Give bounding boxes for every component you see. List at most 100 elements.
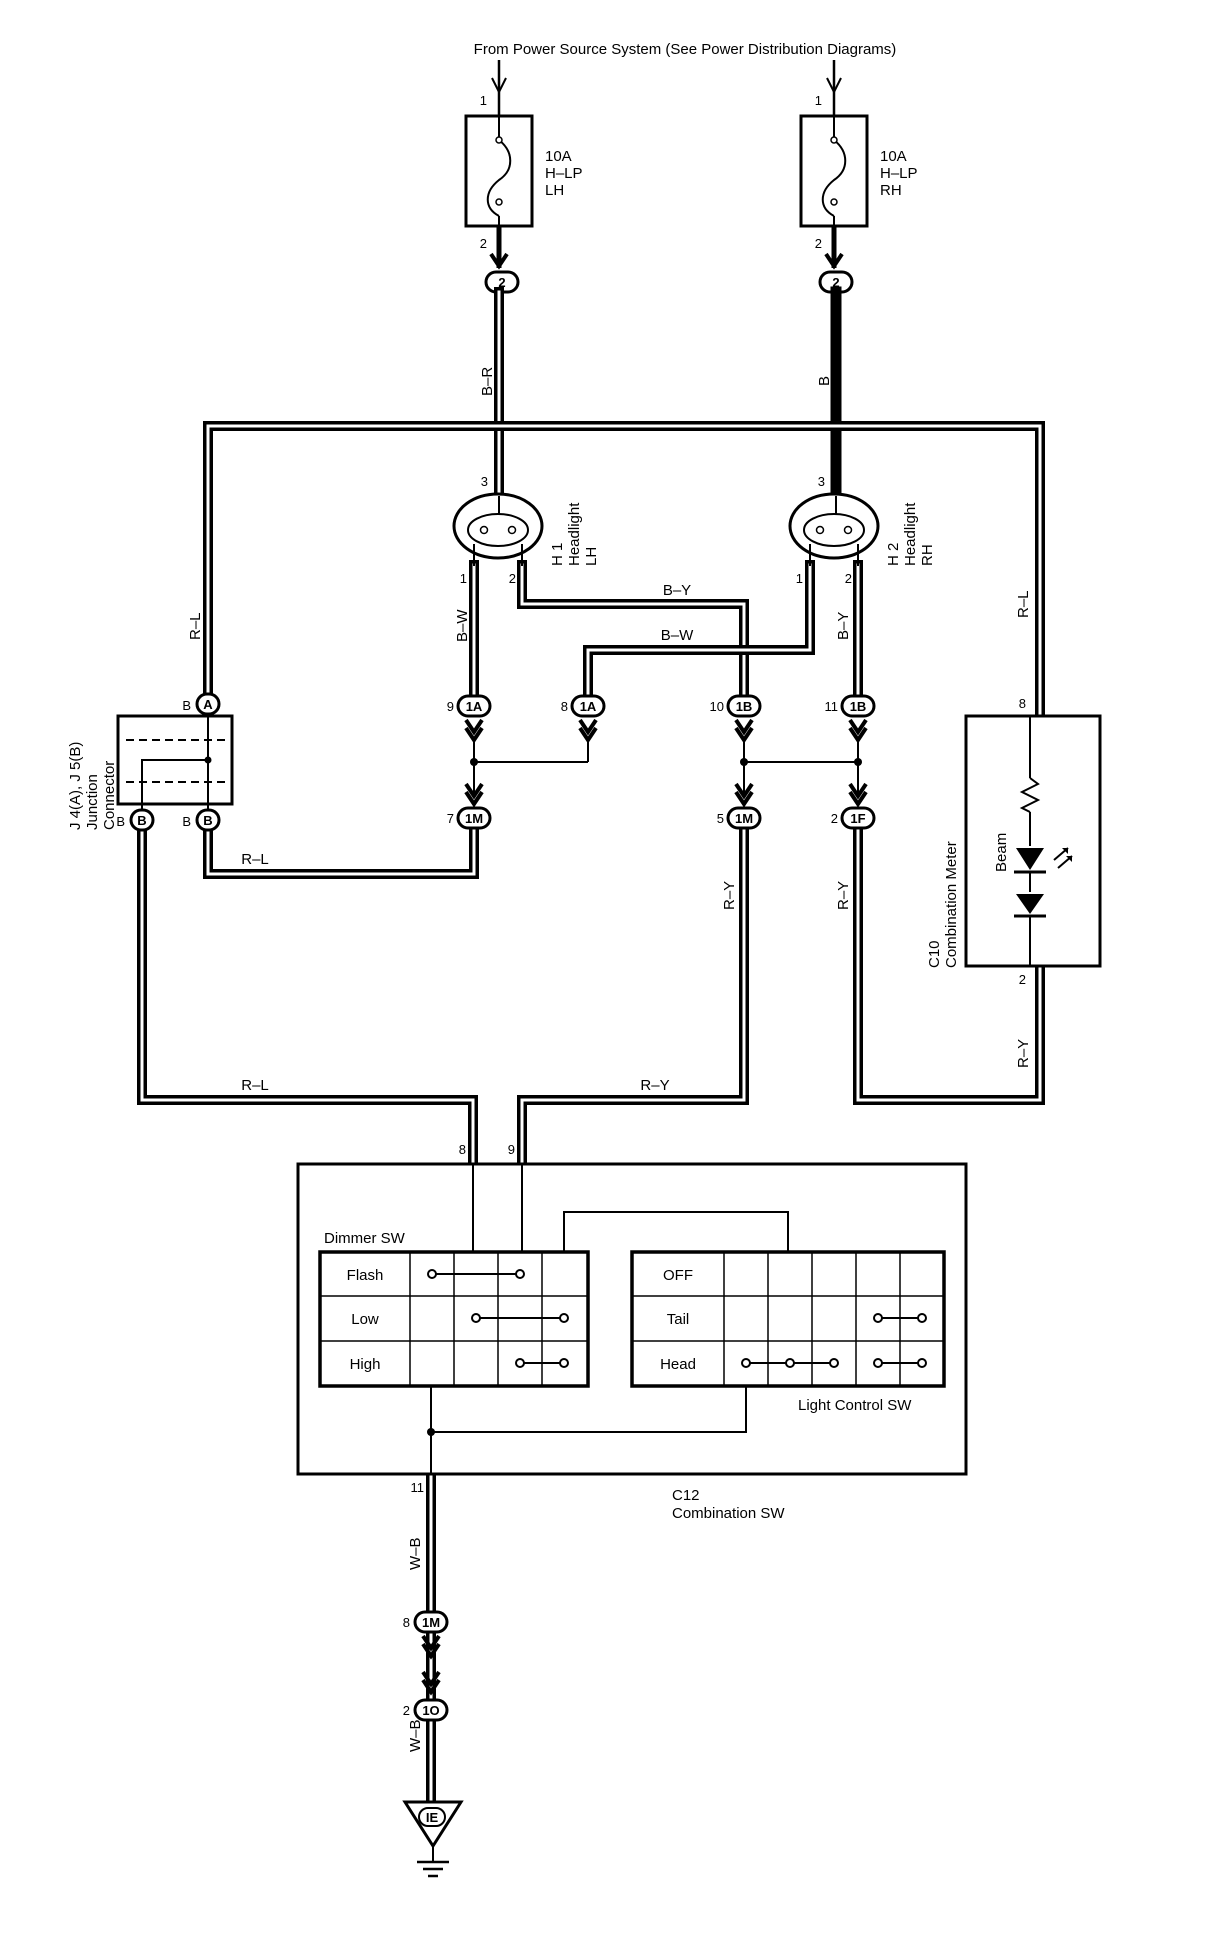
junction-badge-b-left	[129, 808, 155, 832]
wire-labels: B–R B R–L R–L B–W B–Y B–W B–Y R–L R–Y R–…	[187, 367, 1032, 1752]
svg-text:H–LP: H–LP	[545, 165, 583, 182]
svg-text:1M: 1M	[422, 1615, 440, 1630]
connector-1f-pin2: 1F 2	[831, 806, 876, 830]
svg-text:B: B	[182, 814, 191, 829]
svg-text:W–B: W–B	[407, 1537, 424, 1570]
svg-text:Low: Low	[351, 1311, 379, 1328]
connector-1b-pin11: 1B 11	[825, 694, 876, 718]
light-control-switch-table: OFF Tail Head Light Control SW	[630, 1250, 946, 1414]
svg-text:B: B	[203, 813, 212, 828]
svg-text:W–B: W–B	[407, 1719, 424, 1752]
svg-text:11: 11	[411, 1480, 425, 1495]
svg-text:1M: 1M	[465, 811, 483, 826]
svg-text:H 2: H 2	[885, 543, 902, 566]
svg-text:9: 9	[508, 1142, 515, 1157]
svg-text:2: 2	[480, 236, 487, 251]
resistor-symbol	[1019, 777, 1041, 813]
svg-text:1: 1	[460, 571, 467, 586]
svg-text:IE: IE	[426, 1810, 439, 1825]
svg-text:R–L: R–L	[1015, 590, 1032, 618]
svg-text:2: 2	[832, 275, 839, 290]
connector-1m-pin7: 1M 7	[447, 806, 492, 830]
svg-text:Junction: Junction	[84, 774, 101, 830]
svg-text:R–L: R–L	[187, 612, 204, 640]
svg-text:B: B	[137, 813, 146, 828]
power-source-header: From Power Source System (See Power Dist…	[474, 41, 897, 58]
svg-text:Headlight: Headlight	[566, 502, 583, 566]
svg-text:H–LP: H–LP	[880, 165, 918, 182]
svg-text:10A: 10A	[545, 148, 572, 165]
svg-text:R–Y: R–Y	[835, 881, 852, 910]
svg-text:8: 8	[1019, 696, 1026, 711]
svg-text:R–Y: R–Y	[1015, 1039, 1032, 1068]
svg-text:LH: LH	[583, 547, 600, 566]
svg-text:B–R: B–R	[479, 367, 496, 396]
svg-text:2: 2	[498, 275, 505, 290]
svg-text:8: 8	[561, 699, 568, 714]
svg-text:C10: C10	[926, 940, 943, 968]
combination-meter: 8 2 Beam C10 Combination Meter	[926, 696, 1102, 987]
headlight-lh: 3 1 2 H 1 Headlight LH	[452, 474, 600, 586]
connector-1m-pin8: 1M 8	[403, 1610, 449, 1634]
svg-text:R–L: R–L	[241, 851, 269, 868]
svg-text:RH: RH	[880, 182, 902, 199]
connector-1a-pin8: 1A 8	[561, 694, 606, 718]
svg-text:High: High	[350, 1356, 381, 1373]
inline-connectors: 1A 9 1A 8 1B 10 1B 11	[447, 694, 876, 830]
svg-text:1A: 1A	[580, 699, 597, 714]
svg-text:R–Y: R–Y	[640, 1077, 669, 1094]
svg-text:2: 2	[831, 811, 838, 826]
svg-text:2: 2	[403, 1703, 410, 1718]
svg-text:B–Y: B–Y	[835, 612, 852, 640]
svg-text:1: 1	[796, 571, 803, 586]
svg-text:Headlight: Headlight	[902, 502, 919, 566]
svg-text:5: 5	[717, 811, 724, 826]
svg-text:8: 8	[403, 1615, 410, 1630]
svg-text:B–W: B–W	[661, 627, 694, 644]
junction-badge-a	[195, 692, 221, 716]
svg-text:2: 2	[815, 236, 822, 251]
svg-text:Dimmer SW: Dimmer SW	[324, 1230, 406, 1247]
svg-text:1B: 1B	[850, 699, 867, 714]
svg-text:B–Y: B–Y	[663, 582, 691, 599]
fuse-rh: 1 10A H–LP RH 2 2	[799, 60, 918, 294]
svg-text:LH: LH	[545, 182, 564, 199]
svg-text:OFF: OFF	[663, 1267, 693, 1284]
svg-text:10A: 10A	[880, 148, 907, 165]
svg-text:9: 9	[447, 699, 454, 714]
svg-text:1M: 1M	[735, 811, 753, 826]
svg-text:H 1: H 1	[549, 543, 566, 566]
svg-text:2: 2	[509, 571, 516, 586]
svg-text:Head: Head	[660, 1356, 696, 1373]
svg-text:7: 7	[447, 811, 454, 826]
svg-text:B: B	[116, 814, 125, 829]
beam-led-icon	[1016, 848, 1044, 870]
svg-text:10: 10	[710, 699, 724, 714]
svg-text:R–Y: R–Y	[721, 881, 738, 910]
svg-text:Tail: Tail	[667, 1311, 690, 1328]
svg-text:1B: 1B	[736, 699, 753, 714]
svg-text:B: B	[816, 376, 833, 386]
svg-text:Combination SW: Combination SW	[672, 1505, 785, 1522]
diode-icon	[1016, 894, 1044, 914]
svg-text:Beam: Beam	[993, 833, 1010, 872]
svg-text:2: 2	[845, 571, 852, 586]
svg-text:RH: RH	[919, 544, 936, 566]
svg-text:1F: 1F	[850, 811, 865, 826]
connector-1o-pin2: 1O 2	[403, 1698, 449, 1722]
svg-text:Connector: Connector	[101, 761, 118, 830]
svg-text:C12: C12	[672, 1487, 700, 1504]
headlight-rh: 3 1 2 H 2 Headlight RH	[788, 474, 936, 586]
dimmer-switch-table: Dimmer SW Flash Low High	[318, 1230, 590, 1388]
svg-text:11: 11	[825, 699, 839, 714]
wire-harness	[137, 286, 1045, 1807]
fuse-lh: 1 10A H–LP LH 2 2	[464, 60, 583, 294]
svg-text:1: 1	[815, 93, 822, 108]
svg-text:2: 2	[1019, 972, 1026, 987]
junction-badge-b-right	[195, 808, 221, 832]
svg-text:3: 3	[481, 474, 488, 489]
connector-1m-pin5: 1M 5	[717, 806, 762, 830]
svg-text:R–L: R–L	[241, 1077, 269, 1094]
svg-text:1: 1	[480, 93, 487, 108]
